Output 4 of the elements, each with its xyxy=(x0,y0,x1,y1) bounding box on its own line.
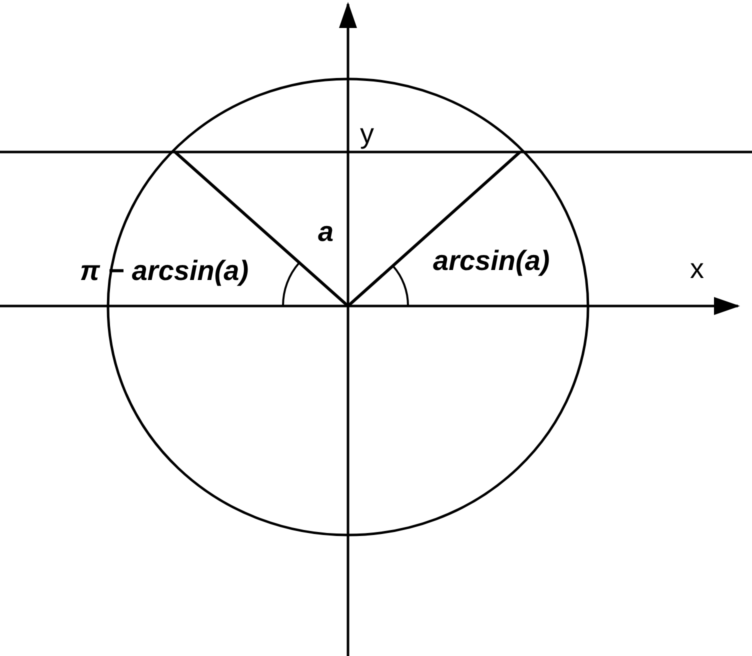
axis-label: y xyxy=(360,120,374,148)
side-label: a xyxy=(318,218,334,246)
axis-label: x xyxy=(690,255,704,283)
angle-label: arcsin(a) xyxy=(433,247,550,275)
